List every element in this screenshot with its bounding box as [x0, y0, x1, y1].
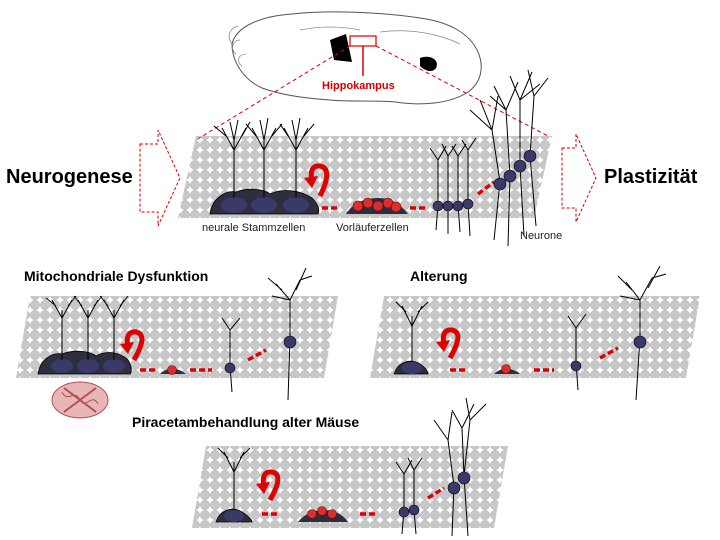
- stem-cells-mito: [37, 295, 132, 375]
- curved-arrow-head: [304, 176, 318, 188]
- mito-dysfunction-title: Mitochondriale Dysfunktion: [24, 268, 209, 284]
- piracetam-title: Piracetambehandlung alter Mäuse: [132, 414, 360, 430]
- stem-cell-piracetam: [215, 447, 253, 523]
- red-arrow-icon: [599, 346, 619, 360]
- progenitors-label: Vorläuferzellen: [336, 222, 409, 234]
- immature-neuron-aging: [567, 313, 587, 391]
- progenitor-cells-piracetam: [298, 506, 348, 522]
- immature-neurons-piracetam: [395, 457, 423, 535]
- stem-cell-aging: [393, 301, 429, 375]
- hollow-arrow-icon: [561, 133, 597, 223]
- neurogenesis-label: Neurogenese: [6, 166, 133, 188]
- hippocampus-label: Hippokampus: [322, 80, 395, 92]
- red-arrow-icon: [427, 486, 445, 500]
- cell-layer-piracetam: [192, 446, 508, 528]
- hollow-arrow-icon: [139, 129, 181, 227]
- zoom-line-right: [375, 45, 549, 137]
- mitochondrion-icon: [51, 381, 109, 419]
- red-arrow-icon: [476, 180, 496, 196]
- progenitor-cell-aging: [494, 364, 520, 374]
- plasticity-label: Plastizität: [604, 166, 698, 188]
- curved-arrow-head: [120, 342, 134, 354]
- mature-neuron-mito: [267, 267, 313, 401]
- progenitor-cells-main: [346, 197, 408, 214]
- curved-red-arrow-icon: [440, 327, 461, 360]
- curved-arrow-head: [436, 340, 450, 352]
- neurons-label: Neurone: [520, 230, 563, 242]
- aging-title: Alterung: [410, 268, 468, 284]
- curved-arrow-head: [256, 482, 270, 494]
- immature-neuron-mito: [221, 317, 241, 393]
- red-arrow-icon: [247, 348, 267, 362]
- stem-cells-label: neurale Stammzellen: [202, 222, 306, 234]
- curved-red-arrow-icon: [308, 163, 330, 198]
- mature-neuron-aging: [617, 265, 667, 401]
- immature-neurons-main: [429, 137, 477, 237]
- stem-cells-main: [209, 117, 320, 215]
- curved-red-arrow-icon: [124, 329, 145, 362]
- curved-red-arrow-icon: [260, 469, 281, 502]
- mature-neurons-main: [469, 69, 549, 247]
- zoom-line-left: [195, 45, 351, 141]
- mature-neurons-piracetam: [433, 397, 487, 537]
- progenitor-cell-mito: [160, 365, 186, 375]
